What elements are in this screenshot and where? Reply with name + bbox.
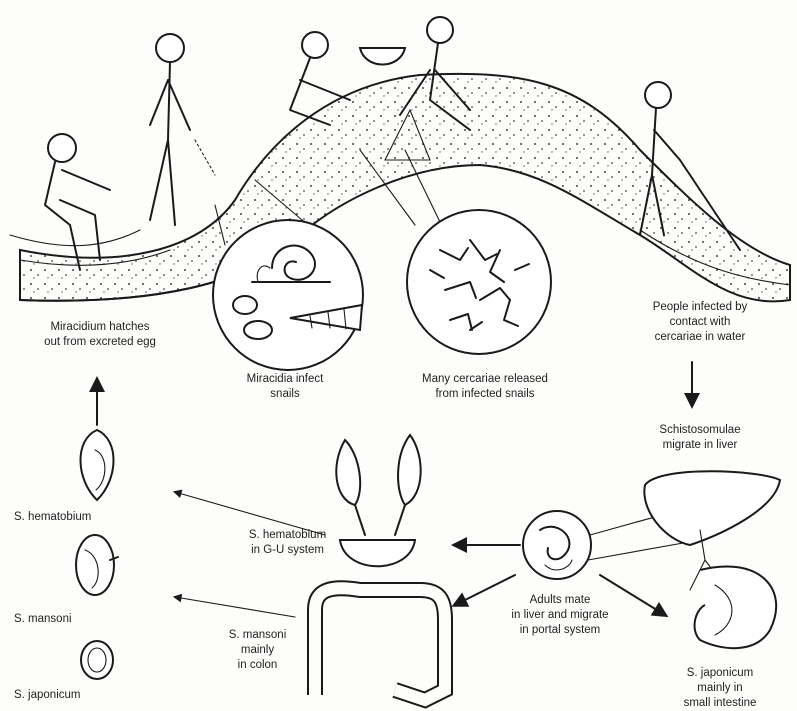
person-standing-urinating: [150, 34, 215, 225]
egg-hematobium-icon: [80, 430, 113, 500]
egg-mansoni-icon: [76, 535, 118, 595]
label-cercariae-released: Many cercariae released from infected sn…: [390, 372, 580, 402]
colon-icon: [315, 588, 445, 700]
label-egg-japonicum: S. japonicum: [14, 688, 154, 703]
egg-japonicum-icon: [81, 641, 113, 679]
small-intestine-icon: [695, 566, 777, 648]
label-schistosomulae-migrate: Schistosomulae migrate in liver: [615, 423, 785, 453]
label-japonicum-intestine: S. japonicum mainly in small intestine: [655, 666, 785, 711]
pointer-to-mansoni-egg: [175, 597, 295, 617]
label-people-infected: People infected by contact with cercaria…: [610, 300, 790, 345]
label-mansoni-colon: S. mansoni mainly in colon: [205, 628, 310, 673]
bowl-icon: [360, 48, 405, 65]
label-adults-mate: Adults mate in liver and migrate in port…: [480, 593, 640, 638]
label-egg-hematobium: S. hematobium: [14, 510, 154, 525]
label-miracidium-hatches: Miracidium hatches out from excreted egg: [0, 320, 200, 350]
label-hematobium-gu: S. hematobium in G-U system: [225, 528, 350, 558]
label-egg-mansoni: S. mansoni: [14, 612, 154, 627]
river: [10, 74, 790, 302]
person-squatting-left: [45, 134, 110, 270]
label-miracidia-infect-snails: Miracidia infect snails: [210, 372, 360, 402]
